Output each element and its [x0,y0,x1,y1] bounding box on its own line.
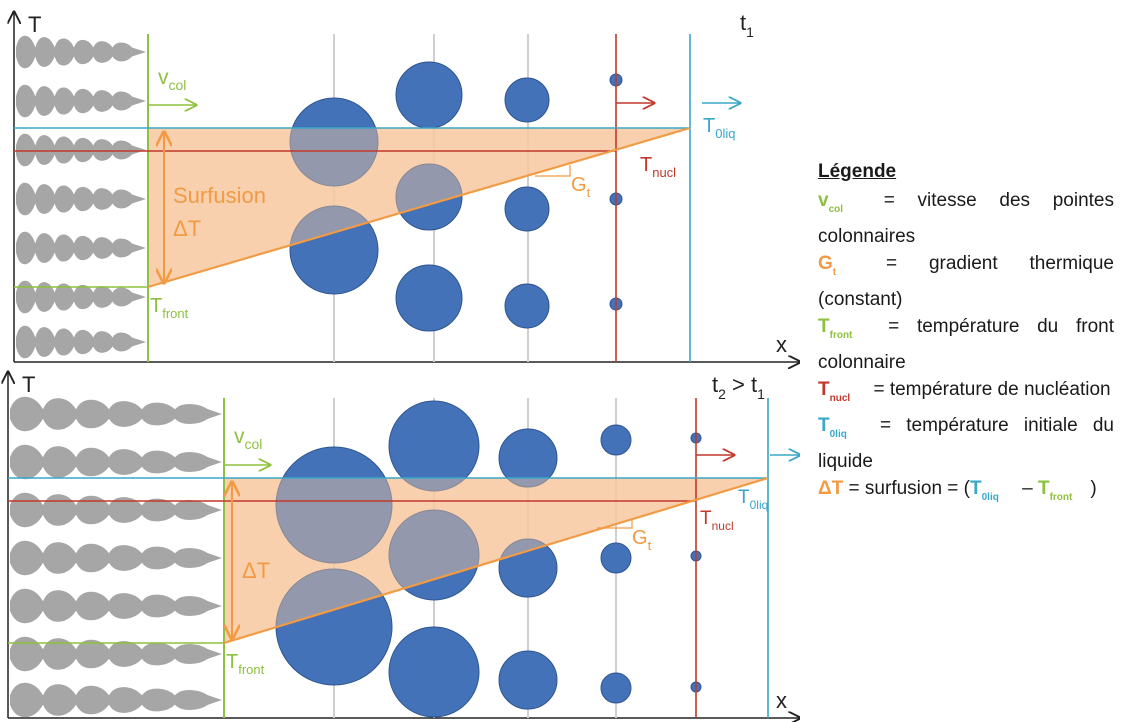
legend-entry-vcol: vcol = vitesse des pointes colonnaires [818,190,1114,247]
dendrite [16,182,146,216]
surfusion-label: Surfusion [173,183,266,208]
nuclei-top [289,61,623,332]
x-axis-label: x [776,688,787,713]
dendrite [16,133,146,167]
tfront-label: Tfront [150,295,189,321]
dendrite [10,540,222,576]
x-axis-label: x [776,332,787,357]
deltat-label: ΔT [242,558,270,583]
dendrite [10,396,222,432]
legend-entry-deltat: ΔT = surfusion = (T0liq – Tfront) [818,478,1097,503]
legend-entry-tnucl: Tnucl = température de nucléation [818,379,1111,404]
legend-title: Légende [818,161,897,182]
tfront-label: Tfront [226,651,265,677]
diagram: T x t1 [0,10,800,722]
gt-label: Gt [571,174,591,200]
dendrite [10,682,222,718]
dendrite [10,636,222,672]
legend-entry-tfront: Tfront = température du front colonnaire [818,316,1114,373]
y-axis-label: T [28,12,41,37]
dendrite [16,84,146,118]
dendrite [16,35,146,69]
dendrites-top [16,35,146,359]
panel-bottom: T x t2 > t1 [8,372,800,718]
legend: Légende vcol = vitesse des pointes colon… [818,158,1114,511]
dendrite [16,280,146,314]
y-axis-label: T [22,372,35,397]
dendrite [16,325,146,359]
gradient-line-bottom [223,476,769,645]
dendrite [10,492,222,528]
vcol-label: vcol [234,425,262,452]
gt-label: Gt [632,527,652,553]
legend-entry-gt: Gt = gradient thermique (constant) [818,253,1114,310]
gt-bracket-bottom [597,518,633,529]
toliq-label: T0liq [738,487,768,512]
gt-bracket-top [535,165,571,177]
dendrite [10,444,222,480]
time-label: t2 > t1 [712,372,765,402]
toliq-label: T0liq [703,115,735,141]
dendrites-bottom [10,396,222,718]
dendrite [10,588,222,624]
deltat-label: ΔT [173,216,201,241]
nuclei-bottom [275,400,702,718]
gradient-line-top [147,126,691,289]
tnucl-label: Tnucl [700,508,734,533]
panel-top: T x t1 [14,10,800,362]
dendrite [16,231,146,265]
vcol-label: vcol [158,66,186,93]
legend-entry-toliq: T0liq = température initiale du liquide [818,415,1114,472]
time-label: t1 [740,10,754,40]
tnucl-label: Tnucl [640,154,676,180]
